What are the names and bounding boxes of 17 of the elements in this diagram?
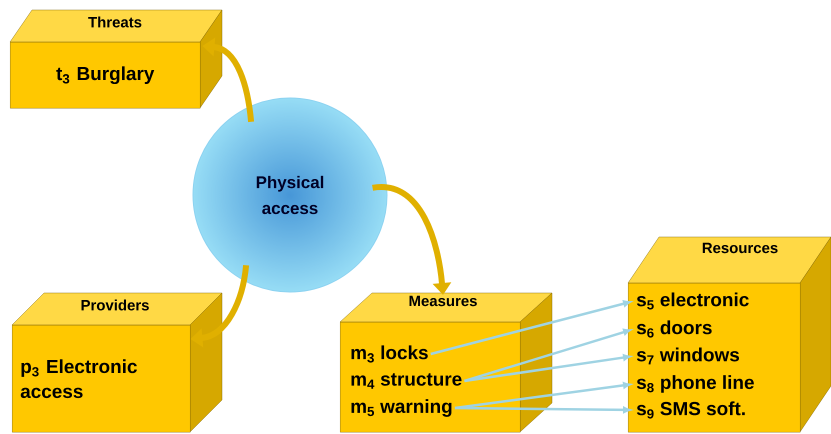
node-label: Resources: [702, 242, 778, 254]
list-item: m$_{3}$ locks: [351, 345, 428, 363]
node-label: Providers: [82, 300, 149, 310]
list-item: m$_{5}$ warning: [351, 399, 452, 417]
node-label: Measures: [410, 296, 477, 306]
list-item: s$_{6}$ doors: [636, 320, 712, 338]
list-item: s$_{9}$ SMS soft.: [636, 401, 745, 419]
sphere: Physical access: [192, 97, 388, 292]
arrow: [464, 328, 631, 382]
node-label: Threats: [88, 16, 142, 28]
list-item: s$_{7}$ windows: [636, 348, 740, 364]
list-item: m$_{4}$ structure: [351, 373, 462, 389]
cube-box: Threats t$_{3}$ Burglary: [10, 10, 222, 108]
list-item: s$_{5}$ electronic: [636, 292, 749, 310]
list-item: s$_{8}$ phone line: [636, 375, 754, 393]
cube-box: Providers p$_{3}$ Electronic access: [12, 292, 222, 432]
arrow: [430, 300, 631, 356]
